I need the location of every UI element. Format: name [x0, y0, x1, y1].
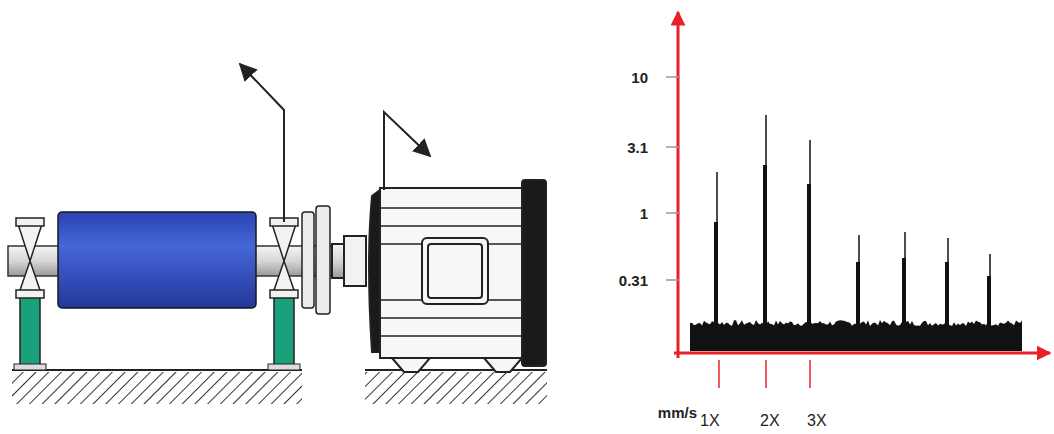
spectral-peak: [716, 172, 717, 340]
spectrum-trace: [690, 115, 1022, 351]
chart-axes: [666, 12, 1050, 388]
spectral-peak: [904, 232, 905, 340]
spectral-peak: [809, 140, 810, 340]
motor: [332, 180, 546, 372]
order-label: 1X: [700, 413, 720, 429]
ground: [12, 370, 547, 404]
axis-value: 3.1: [627, 140, 648, 155]
spectral-peak: [989, 254, 990, 340]
axis-value: 10: [631, 70, 648, 85]
measurement-arrow: [240, 64, 430, 222]
unit-label: mm/s: [658, 405, 697, 420]
roller-drum: [58, 212, 256, 308]
order-label: 2X: [760, 413, 780, 429]
spectral-peak: [765, 115, 766, 340]
order-label: 3X: [807, 413, 827, 429]
coupling: [302, 206, 330, 314]
axis-value: 1: [640, 206, 648, 221]
axis-value: 0.31: [619, 273, 648, 288]
spectral-peak: [858, 235, 859, 340]
spectral-peak: [947, 238, 948, 340]
